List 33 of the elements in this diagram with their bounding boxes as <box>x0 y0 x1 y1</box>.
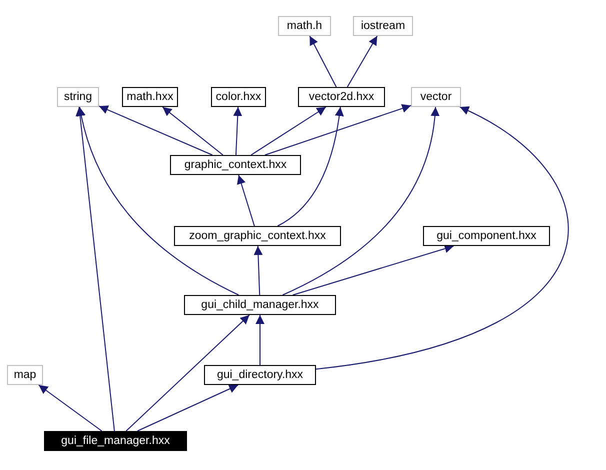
dependency-arrow <box>282 106 440 296</box>
dependency-arrow <box>316 106 569 370</box>
dependency-arrow <box>136 384 239 432</box>
header-file-box: vector2d.hxx <box>298 87 385 107</box>
dependency-arrow <box>76 106 115 432</box>
header-file-box: graphic_context.hxx <box>170 155 301 175</box>
dependency-arrow <box>346 36 378 88</box>
dependency-arrow <box>264 104 412 156</box>
header-file-box: math.hxx <box>122 87 178 107</box>
header-file-box: map <box>7 365 43 385</box>
dependency-arrow <box>77 106 240 296</box>
dependency-arrow <box>38 384 102 432</box>
header-file-box: gui_directory.hxx <box>204 365 316 385</box>
header-file-box: gui_child_manager.hxx <box>184 295 336 315</box>
header-file-box: vector <box>411 87 461 107</box>
header-file-box: string <box>57 87 99 107</box>
dependency-arrow <box>254 246 263 296</box>
header-file-box: gui_file_manager.hxx <box>44 431 187 451</box>
header-file-box: zoom_graphic_context.hxx <box>174 226 341 246</box>
dependency-arrow <box>277 106 344 226</box>
header-file-box: math.h <box>278 16 331 36</box>
dependency-arrow <box>292 244 454 296</box>
dependency-arrow <box>126 314 250 432</box>
dependency-arrow <box>250 106 326 156</box>
dependency-arrow <box>233 106 242 156</box>
dependency-arrow <box>162 106 224 156</box>
dependency-arrow <box>256 314 264 366</box>
header-file-box: color.hxx <box>211 87 266 107</box>
dependency-arrow <box>98 106 213 156</box>
dependency-arrow <box>236 174 255 226</box>
dependency-arrow <box>309 36 337 88</box>
header-file-box: iostream <box>353 16 413 36</box>
header-file-box: gui_component.hxx <box>423 226 550 246</box>
